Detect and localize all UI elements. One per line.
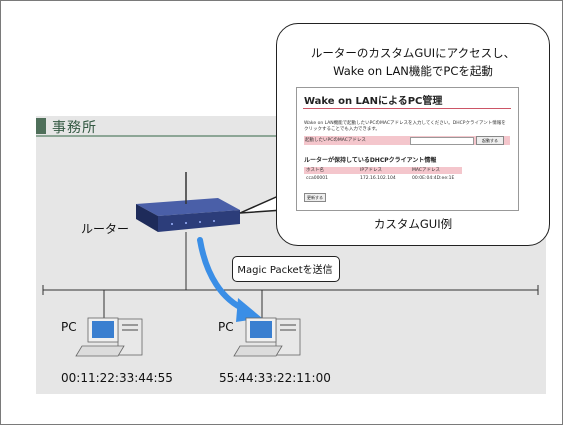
custom-gui-screenshot: Wake on LANによるPC管理 Wake on LAN機能で起動したいPC…: [296, 87, 519, 211]
magic-packet-label: Magic Packetを送信: [237, 265, 333, 276]
gui-mac-input-row: 起動したいPCのMACアドレス 起動する: [304, 136, 510, 145]
pc2-label: PC: [218, 320, 234, 334]
pc2-mac-address: 55:44:33:22:11:00: [219, 371, 331, 385]
gui-title-separator: [303, 108, 511, 109]
router-icon: [136, 172, 240, 232]
gui-table-header-mac: MACアドレス: [412, 168, 441, 173]
gui-table-cell-mac[interactable]: 00:0E:04:4D:ee:1E: [412, 176, 455, 181]
pc2-icon: [233, 317, 301, 357]
pc1-icon: [75, 317, 143, 357]
gui-mac-input[interactable]: [410, 137, 474, 145]
pc1-mac-address: 00:11:22:33:44:55: [61, 371, 173, 385]
magic-packet-box: [232, 256, 340, 282]
gui-table-cell-ip[interactable]: 172.16.102.104: [360, 176, 396, 181]
magic-packet-arrow: [197, 237, 262, 322]
gui-dhcp-subtitle: ルーターが保持しているDHCPクライアント情報: [304, 157, 437, 164]
gui-refresh-button[interactable]: 更新する: [304, 193, 326, 202]
gui-mac-input-label: 起動したいPCのMACアドレス: [305, 138, 366, 143]
gui-description: Wake on LAN機能で起動したいPCのMACアドレスを入力してください。D…: [304, 121, 506, 132]
callout-title-line1: ルーターのカスタムGUIにアクセスし、: [310, 46, 516, 60]
pc1-label: PC: [61, 320, 77, 334]
router-label: ルーター: [81, 222, 130, 236]
network-cables: [42, 232, 539, 320]
gui-table-header-host: ホスト名: [306, 168, 324, 173]
callout-title: ルーターのカスタムGUIにアクセスし、 Wake on LAN機能でPCを起動: [300, 44, 526, 80]
callout-title-line2: Wake on LAN機能でPCを起動: [333, 64, 493, 78]
gui-table-header-ip: IPアドレス: [360, 168, 383, 173]
gui-table-cell-host[interactable]: cca00001: [306, 176, 329, 181]
gui-wake-button[interactable]: 起動する: [476, 136, 504, 145]
office-tab-marker: [36, 118, 46, 134]
custom-gui-caption: カスタムGUI例: [373, 217, 453, 231]
office-title: 事務所: [52, 120, 97, 136]
gui-table-header-bg: [304, 167, 462, 174]
gui-title: Wake on LANによるPC管理: [304, 96, 443, 107]
